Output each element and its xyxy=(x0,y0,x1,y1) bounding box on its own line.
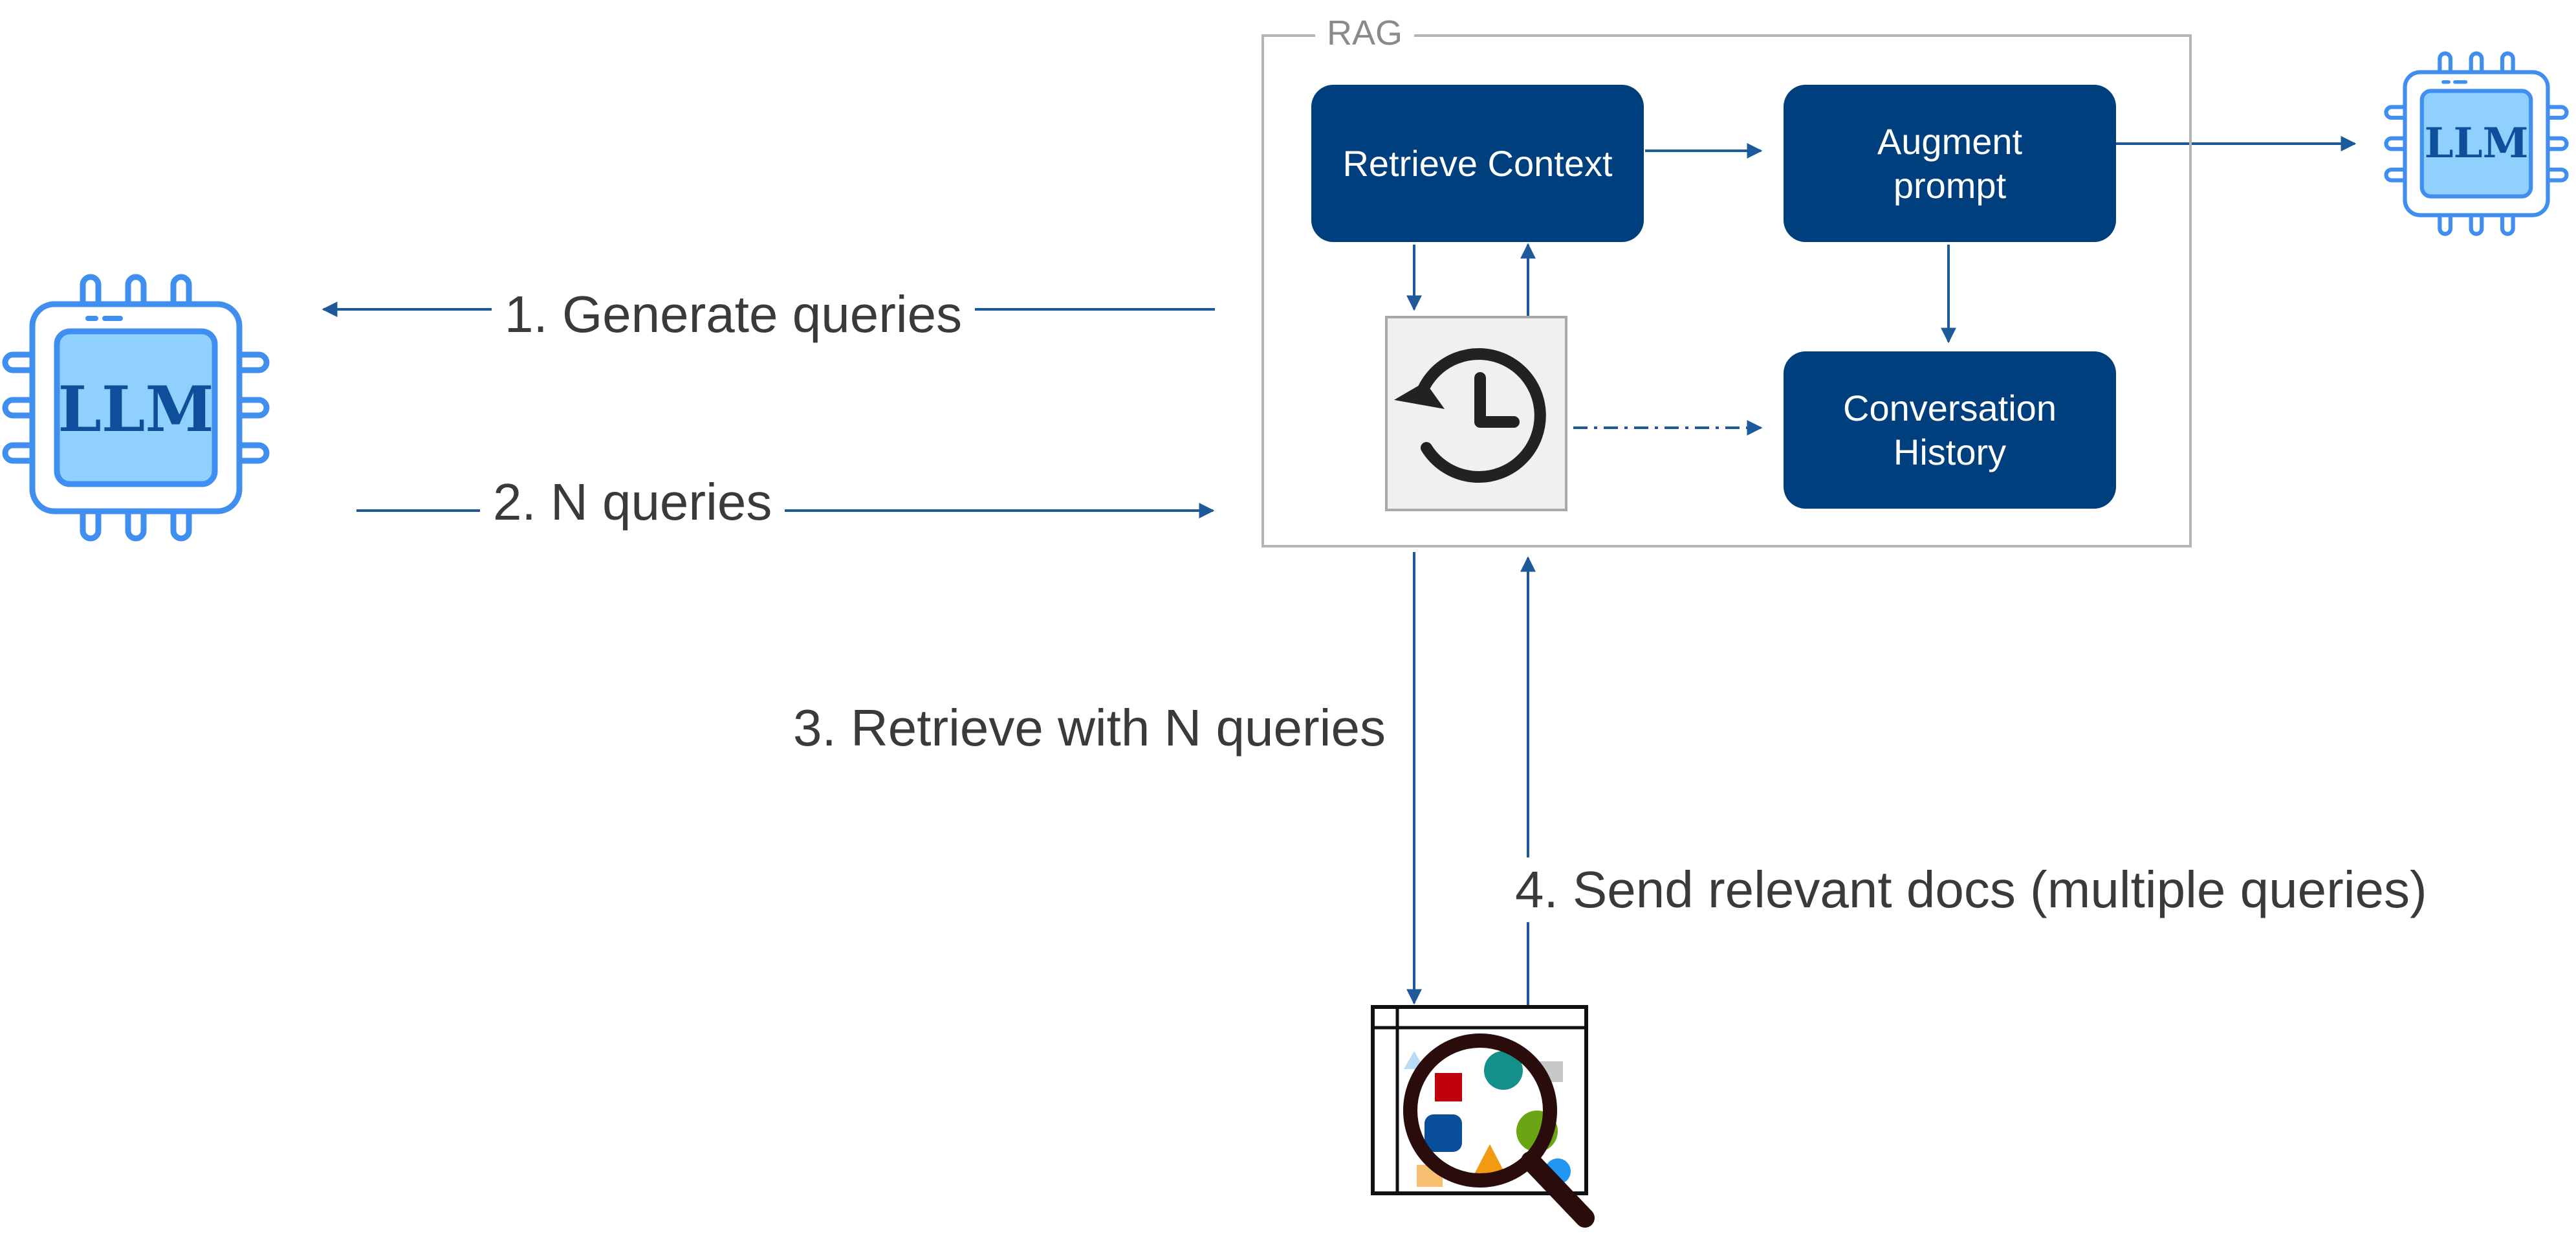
llm-chip-icon-right xyxy=(2384,51,2569,236)
document-search-icon xyxy=(1371,1005,1595,1228)
history-clock-icon xyxy=(1394,348,1546,483)
history-icon-box xyxy=(1385,316,1567,511)
conversation-history-label: Conversation History xyxy=(1843,388,2057,472)
llm-right-label: LLM xyxy=(2424,119,2529,168)
retrieve-context-box: Retrieve Context xyxy=(1311,85,1644,242)
rag-frame xyxy=(1261,34,2192,547)
rag-title: RAG xyxy=(1315,16,1415,50)
step-send-docs-label: 4. Send relevant docs (multiple queries) xyxy=(1502,857,2440,922)
step-retrieve-label: 3. Retrieve with N queries xyxy=(788,696,1391,760)
augment-prompt-label: Augment prompt xyxy=(1877,121,2023,206)
llm-left-label: LLM xyxy=(58,373,214,446)
step-n-queries-label: 2. N queries xyxy=(480,476,785,528)
conversation-history-box: Conversation History xyxy=(1784,351,2116,509)
llm-chip-icon-left xyxy=(2,274,270,542)
step-generate-queries-label: 1. Generate queries xyxy=(492,289,976,340)
retrieve-context-label: Retrieve Context xyxy=(1342,142,1613,184)
augment-prompt-box: Augment prompt xyxy=(1784,85,2116,242)
